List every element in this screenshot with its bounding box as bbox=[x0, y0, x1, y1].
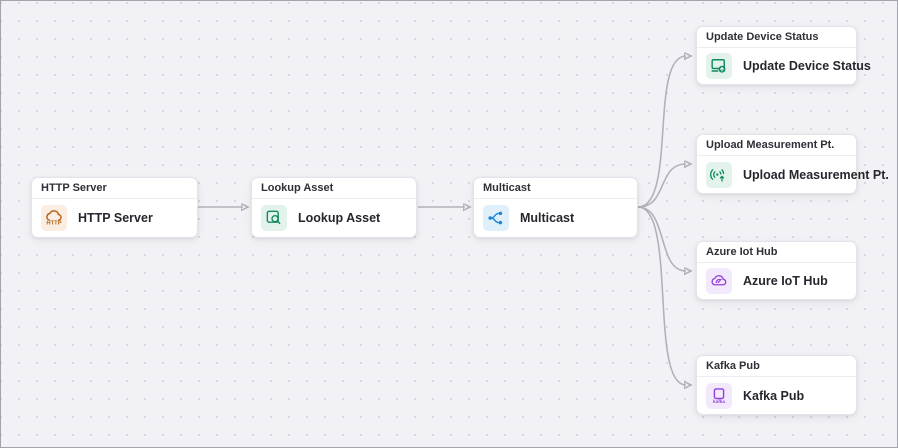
node-upload-measurement-pt[interactable]: Upload Measurement Pt. Upload Measurement… bbox=[696, 134, 889, 194]
node-label: Kafka Pub bbox=[743, 388, 805, 403]
node-header: Azure Iot Hub bbox=[697, 242, 856, 263]
node-http-server[interactable]: HTTP Server HTTP HTTP Server bbox=[31, 177, 198, 238]
azure-cloud-gauge-icon bbox=[706, 268, 732, 294]
device-status-icon bbox=[706, 53, 732, 79]
node-header: Lookup Asset bbox=[252, 178, 416, 199]
node-label: HTTP Server bbox=[78, 211, 153, 225]
svg-text:kafka: kafka bbox=[713, 399, 725, 404]
multicast-icon bbox=[483, 205, 509, 231]
kafka-icon: kafka bbox=[706, 382, 732, 409]
node-label: Upload Measurement Pt. bbox=[743, 167, 889, 182]
node-label: Azure IoT Hub bbox=[743, 274, 828, 288]
signal-upload-icon bbox=[706, 161, 732, 188]
svg-text:HTTP: HTTP bbox=[46, 220, 61, 226]
edge-multicast-to-update-device-status[interactable] bbox=[637, 56, 686, 208]
node-label: Multicast bbox=[520, 211, 575, 225]
node-kafka-pub[interactable]: Kafka Pub kafka Kafka Pub bbox=[696, 355, 857, 415]
lookup-asset-icon bbox=[261, 205, 287, 231]
node-header: HTTP Server bbox=[32, 178, 197, 199]
node-label: Lookup Asset bbox=[298, 211, 381, 225]
node-header: Upload Measurement Pt. bbox=[697, 135, 856, 156]
node-update-device-status[interactable]: Update Device Status Update Device Statu… bbox=[696, 26, 871, 85]
http-cloud-icon: HTTP bbox=[41, 205, 67, 231]
edge-multicast-to-upload-measurement[interactable] bbox=[637, 164, 686, 208]
node-header: Multicast bbox=[474, 178, 637, 199]
node-header: Kafka Pub bbox=[697, 356, 856, 377]
node-label: Update Device Status bbox=[743, 59, 871, 73]
node-header: Update Device Status bbox=[697, 27, 856, 48]
node-multicast[interactable]: Multicast Multicast bbox=[473, 177, 638, 238]
node-lookup-asset[interactable]: Lookup Asset Lookup Asset bbox=[251, 177, 417, 238]
edge-multicast-to-azure-iot-hub[interactable] bbox=[637, 206, 686, 271]
node-azure-iot-hub[interactable]: Azure Iot Hub Azure IoT Hub bbox=[696, 241, 857, 300]
edge-multicast-to-kafka-pub[interactable] bbox=[637, 206, 686, 385]
